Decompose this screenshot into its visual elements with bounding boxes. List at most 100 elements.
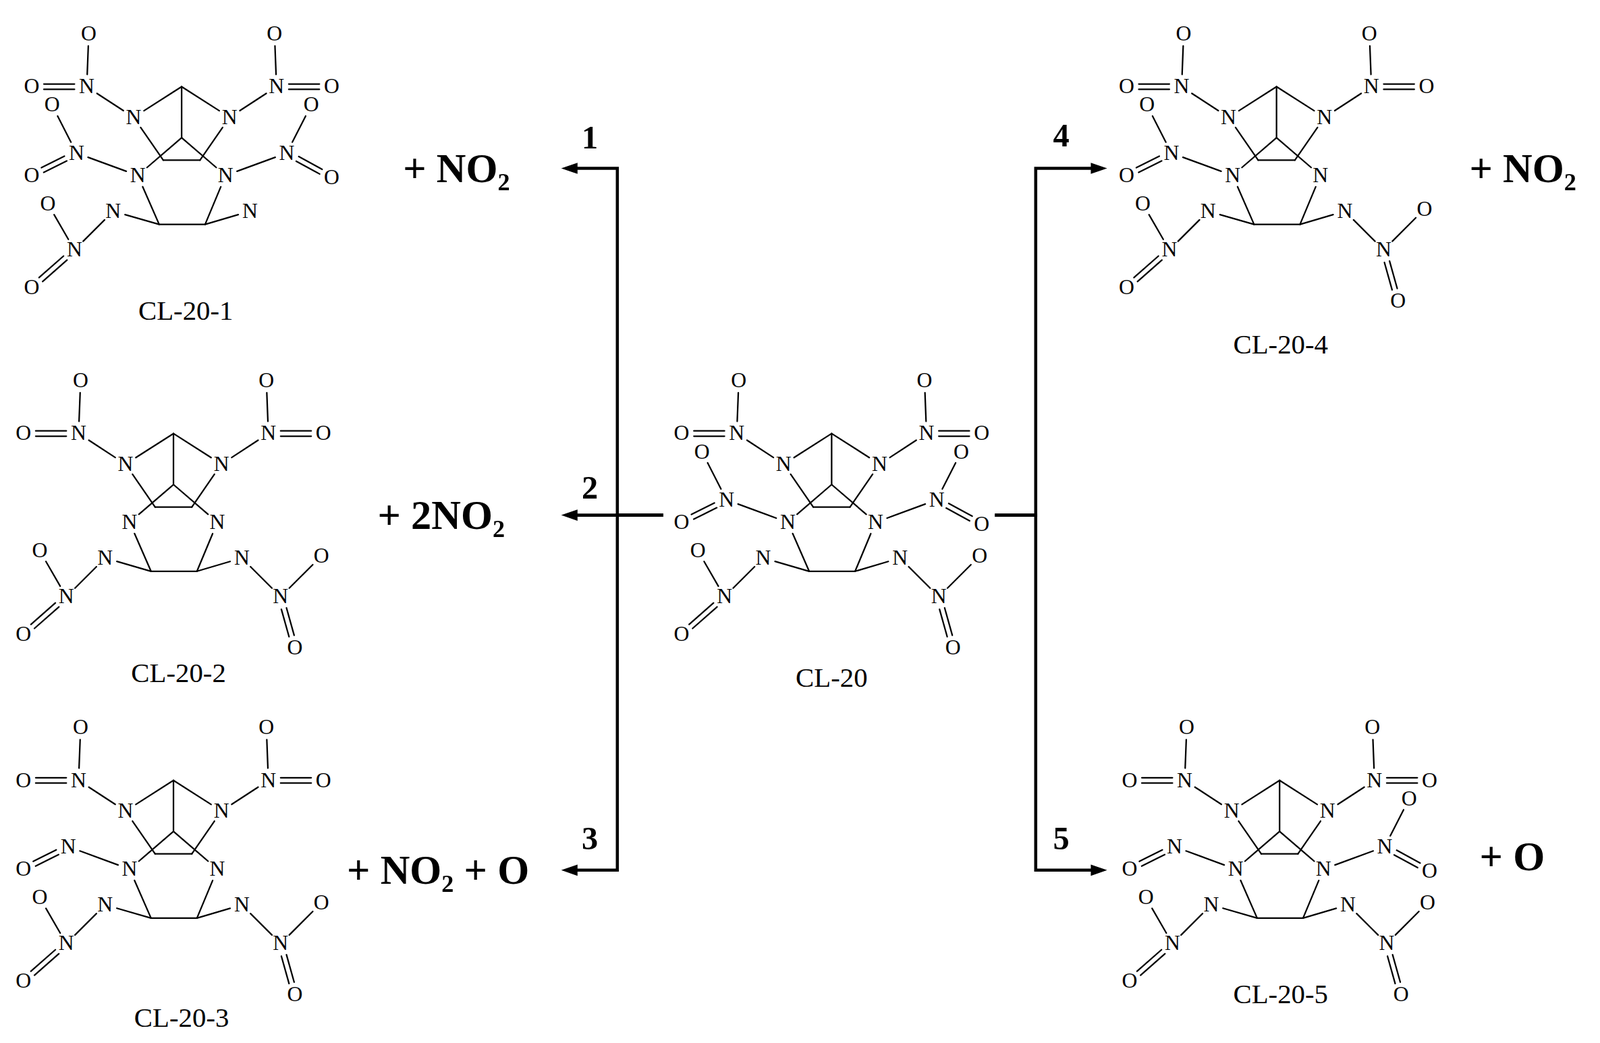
single-bond [1238, 821, 1262, 855]
double-bond [1141, 854, 1165, 867]
single-bond [831, 433, 870, 459]
single-bond [1222, 908, 1258, 919]
single-bond [908, 566, 931, 589]
single-bond [132, 821, 156, 855]
molecule-node: CL-20NNNNNNNOONOONOONOONOONOO [663, 362, 995, 705]
atom-label: N [213, 798, 230, 824]
single-bond [143, 87, 182, 112]
atom-label: O [1121, 969, 1138, 995]
atom-label: N [1366, 768, 1383, 794]
single-bond [707, 462, 722, 490]
double-bond [1387, 956, 1395, 984]
reaction-arrow [561, 162, 664, 515]
single-bond [191, 474, 215, 508]
atom-label: O [1419, 890, 1436, 916]
molecule-node: CL-20-1+ NO₂NNNNNNNOONOONOONOONOO [10, 10, 562, 337]
single-bond [1237, 186, 1254, 225]
single-bond [140, 127, 164, 161]
compound-name: CL-20-4 [1232, 329, 1329, 362]
single-bond [1238, 87, 1277, 112]
reaction-number: 2 [581, 469, 598, 507]
single-bond [181, 87, 220, 112]
atom-label: O [674, 421, 690, 447]
single-bond [289, 564, 314, 589]
atom-label: O [674, 510, 690, 536]
single-bond [947, 564, 972, 589]
molecule-node: CL-20-4+ NO₂NNNNNNNOONOONOONOONOO [1107, 10, 1596, 378]
atom-label: N [60, 834, 77, 860]
double-bond [35, 782, 67, 785]
double-bond [693, 508, 717, 520]
double-bond [35, 854, 59, 867]
single-bond [1245, 831, 1280, 862]
single-bond [1297, 821, 1321, 855]
single-bond [1299, 214, 1333, 225]
double-bond [39, 256, 64, 279]
single-bond [266, 739, 268, 768]
single-bond [191, 821, 215, 855]
double-bond [31, 950, 56, 972]
double-bond [948, 503, 973, 517]
double-bond [946, 508, 970, 521]
single-bond [1235, 127, 1259, 161]
atom-label: O [287, 635, 303, 661]
single-bond [1390, 809, 1404, 837]
double-bond [1133, 256, 1158, 279]
arrow-line [574, 168, 664, 515]
atom-label: O [23, 163, 40, 189]
double-bond [1383, 83, 1414, 85]
single-bond [274, 45, 277, 75]
double-bond [1384, 262, 1393, 291]
single-bond [703, 561, 719, 587]
single-bond [116, 561, 152, 572]
single-bond [159, 224, 206, 226]
double-bond [1136, 155, 1160, 168]
single-bond [809, 570, 855, 573]
single-bond [173, 433, 212, 459]
double-bond [939, 609, 947, 638]
atom-label: N [1376, 834, 1393, 860]
atom-label: O [945, 635, 961, 661]
double-bond [1394, 854, 1418, 868]
reaction-number: 5 [1053, 819, 1070, 858]
single-bond [139, 484, 174, 515]
single-bond [181, 137, 216, 168]
single-bond [1240, 880, 1257, 919]
single-bond [1257, 159, 1295, 161]
arrow-line [574, 515, 664, 871]
single-bond [813, 506, 850, 508]
single-bond [116, 908, 152, 919]
single-bond [155, 853, 192, 855]
double-bond [288, 83, 320, 85]
atom-label: N [58, 584, 75, 610]
molecule-node: CL-20-5+ ONNNNNNNOONOONONOONOONOO [1107, 709, 1596, 1034]
single-bond [942, 462, 956, 490]
single-bond [163, 159, 200, 161]
single-bond [1184, 739, 1187, 768]
atom-label: O [31, 885, 48, 911]
single-bond [134, 880, 151, 919]
atom-label: N [260, 421, 277, 447]
single-bond [1279, 780, 1318, 806]
single-bond [231, 440, 258, 459]
single-bond [173, 780, 212, 806]
single-bond [250, 566, 272, 589]
single-bond [1279, 831, 1314, 862]
double-bond [1386, 777, 1418, 779]
byproduct-text: + O [1479, 833, 1546, 881]
double-bond [43, 88, 75, 90]
single-bond [1220, 214, 1255, 225]
single-bond [97, 93, 124, 111]
atom-label: N [105, 199, 121, 225]
single-bond [890, 440, 917, 459]
double-bond [1141, 777, 1173, 779]
arrow-head [561, 865, 578, 877]
reaction-number: 1 [581, 118, 598, 157]
atom-label: N [1316, 105, 1333, 131]
single-bond [1353, 219, 1376, 242]
atom-label: N [871, 452, 888, 478]
single-bond [89, 440, 116, 459]
atom-label: N [68, 141, 85, 167]
double-bond [33, 850, 57, 862]
